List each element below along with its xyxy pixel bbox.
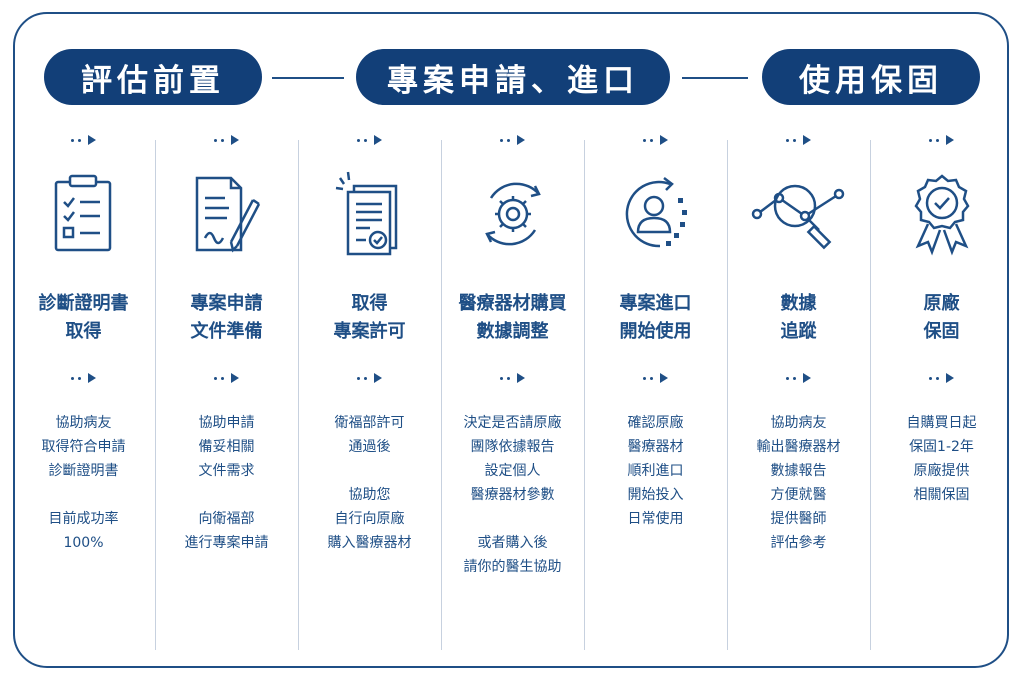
step-column-6: 數據追蹤 協助病友輸出醫療器材數據報告方便就醫提供醫師評估參考	[727, 128, 870, 648]
approved-document-icon	[335, 171, 398, 256]
dotted-arrow-icon	[584, 368, 727, 388]
step-title: 專案進口開始使用	[619, 293, 692, 342]
dotted-arrow-icon	[870, 368, 1013, 388]
step-title: 診斷證明書取得	[38, 293, 129, 342]
phase-connector	[682, 77, 748, 79]
dotted-arrow-icon	[870, 130, 1013, 150]
step-column-3: 取得專案許可 衛福部許可通過後協助您自行向原廠購入醫療器材	[298, 128, 441, 648]
dotted-arrow-icon	[155, 130, 298, 150]
step-description: 自購買日起保固1-2年原廠提供相關保固	[906, 415, 977, 503]
step-description: 協助病友輸出醫療器材數據報告方便就醫提供醫師評估參考	[756, 415, 841, 551]
step-title: 數據追蹤	[780, 293, 817, 342]
phase-connector	[272, 77, 344, 79]
step-description: 確認原廠醫療器材順利進口開始投入日常使用	[627, 415, 684, 527]
step-column-7: 原廠保固 自購買日起保固1-2年原廠提供相關保固	[870, 128, 1013, 648]
document-signing-icon	[195, 176, 261, 253]
dotted-arrow-icon	[298, 130, 441, 150]
step-title: 原廠保固	[923, 293, 960, 342]
dotted-arrow-icon	[12, 130, 155, 150]
step-description: 衛福部許可通過後協助您自行向原廠購入醫療器材	[327, 415, 412, 551]
step-description: 決定是否請原廠團隊依據報告設定個人醫療器材參數或者購入後請你的醫生協助	[463, 415, 562, 575]
step-column-2: 專案申請文件準備 協助申請備妥相關文件需求向衛福部進行專案申請	[155, 128, 298, 648]
column-divider	[584, 140, 585, 650]
data-tracking-icon	[751, 184, 845, 250]
dotted-arrow-icon	[727, 368, 870, 388]
step-title: 取得專案許可	[333, 293, 406, 342]
dotted-arrow-icon	[727, 130, 870, 150]
phase-application-import: 專案申請、進口	[356, 49, 670, 105]
step-column-5: 專案進口開始使用 確認原廠醫療器材順利進口開始投入日常使用	[584, 128, 727, 648]
step-title: 專案申請文件準備	[190, 293, 263, 342]
phase-warranty: 使用保固	[762, 49, 980, 105]
column-divider	[298, 140, 299, 650]
dotted-arrow-icon	[584, 130, 727, 150]
gear-cycle-icon	[485, 182, 541, 246]
column-divider	[441, 140, 442, 650]
step-description: 協助申請備妥相關文件需求向衛福部進行專案申請	[184, 415, 269, 551]
step-title: 醫療器材購買數據調整	[458, 293, 567, 342]
diagram-frame	[13, 12, 1009, 668]
column-divider	[870, 140, 871, 650]
dotted-arrow-icon	[155, 368, 298, 388]
column-divider	[727, 140, 728, 650]
dotted-arrow-icon	[441, 130, 584, 150]
user-progress-icon	[625, 177, 687, 248]
checklist-clipboard-icon	[54, 174, 112, 252]
dotted-arrow-icon	[12, 368, 155, 388]
dotted-arrow-icon	[441, 368, 584, 388]
step-column-4: 醫療器材購買數據調整 決定是否請原廠團隊依據報告設定個人醫療器材參數或者購入後請…	[441, 128, 584, 648]
phase-assessment: 評估前置	[44, 49, 262, 105]
dotted-arrow-icon	[298, 368, 441, 388]
column-divider	[155, 140, 156, 650]
warranty-badge-icon	[914, 174, 970, 256]
